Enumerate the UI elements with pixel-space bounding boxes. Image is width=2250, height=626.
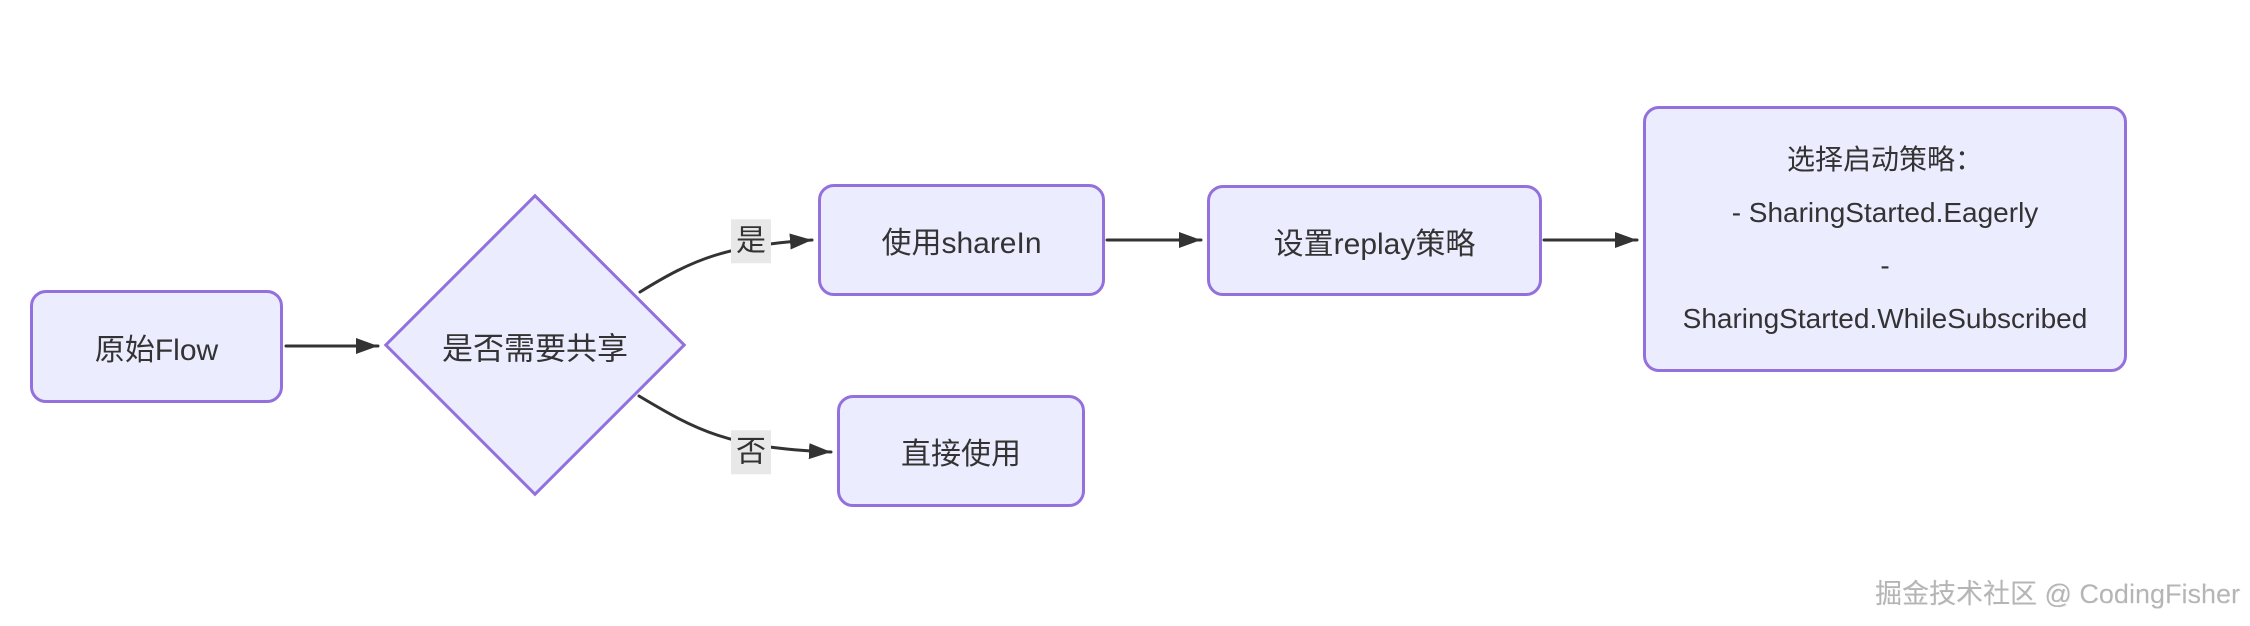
node-origin-flow: 原始Flow xyxy=(30,290,283,403)
node-origin-flow-label: 原始Flow xyxy=(94,333,219,367)
edge-decision-to-direct xyxy=(637,394,833,460)
node-use-sharein: 使用shareIn xyxy=(818,184,1105,296)
node-direct-use: 直接使用 xyxy=(837,395,1085,507)
edge-label-no: 否 xyxy=(731,430,771,474)
strategy-line-eagerly: - SharingStarted.Eagerly xyxy=(1731,197,2039,228)
edge-label-yes: 是 xyxy=(731,219,771,263)
node-use-sharein-label: 使用shareIn xyxy=(881,227,1042,260)
node-set-replay-strategy: 设置replay策略 xyxy=(1207,185,1542,296)
edge-decision-to-sharein xyxy=(638,233,814,294)
watermark: 掘金技术社区 @ CodingFisher xyxy=(1875,579,2240,609)
node-set-replay-strategy-label: 设置replay策略 xyxy=(1273,227,1476,261)
strategy-line-title: 选择启动策略： xyxy=(1786,144,1983,175)
strategy-line-dash: - xyxy=(1880,250,1890,281)
node-decision-label: 是否需要共享 xyxy=(442,331,628,367)
node-direct-use-label: 直接使用 xyxy=(901,438,1021,471)
strategy-line-whilesubscribed: SharingStarted.WhileSubscribed xyxy=(1682,303,2088,334)
node-choose-start-strategy: 选择启动策略： - SharingStarted.Eagerly - Shari… xyxy=(1643,106,2127,372)
